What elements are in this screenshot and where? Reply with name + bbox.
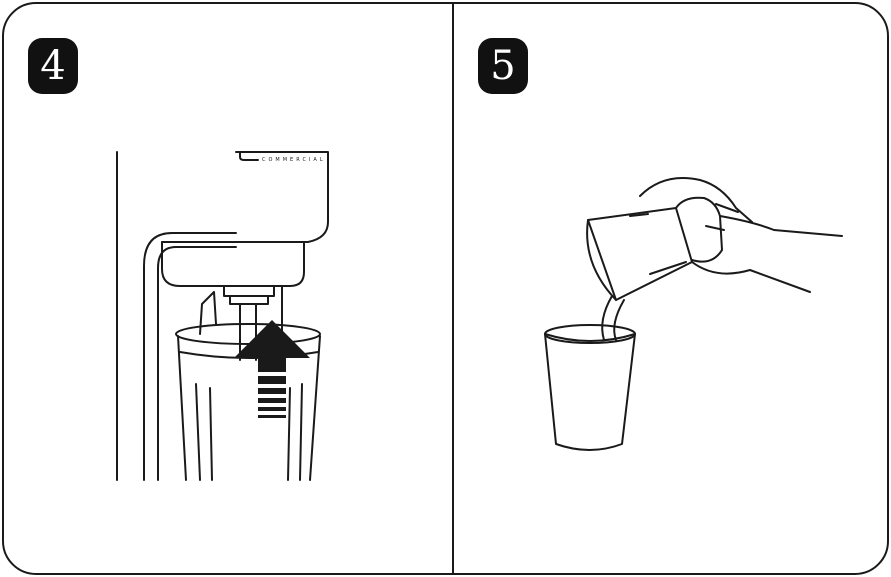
hand-icon [640,178,842,262]
step-5-panel: 5 [454,4,889,573]
cup-ribs [196,384,302,480]
cup-side-right [310,336,320,480]
spindle-collar [224,286,274,296]
liquid-stream [602,296,624,340]
brand-text: COMMERCIAL [262,157,326,163]
stand-column-inner [158,247,236,480]
glass-body [545,334,635,450]
blender-illustration: COMMERCIAL [4,4,452,575]
cup-side-left [178,336,186,480]
cup-clamp [200,292,216,334]
head-underside [162,242,304,286]
pouring-illustration [454,4,889,575]
cup-rim [176,324,320,344]
step-4-panel: 4 [4,4,452,573]
up-arrow-icon [234,320,310,418]
motor-head [236,152,328,242]
brand-plate [240,152,258,160]
